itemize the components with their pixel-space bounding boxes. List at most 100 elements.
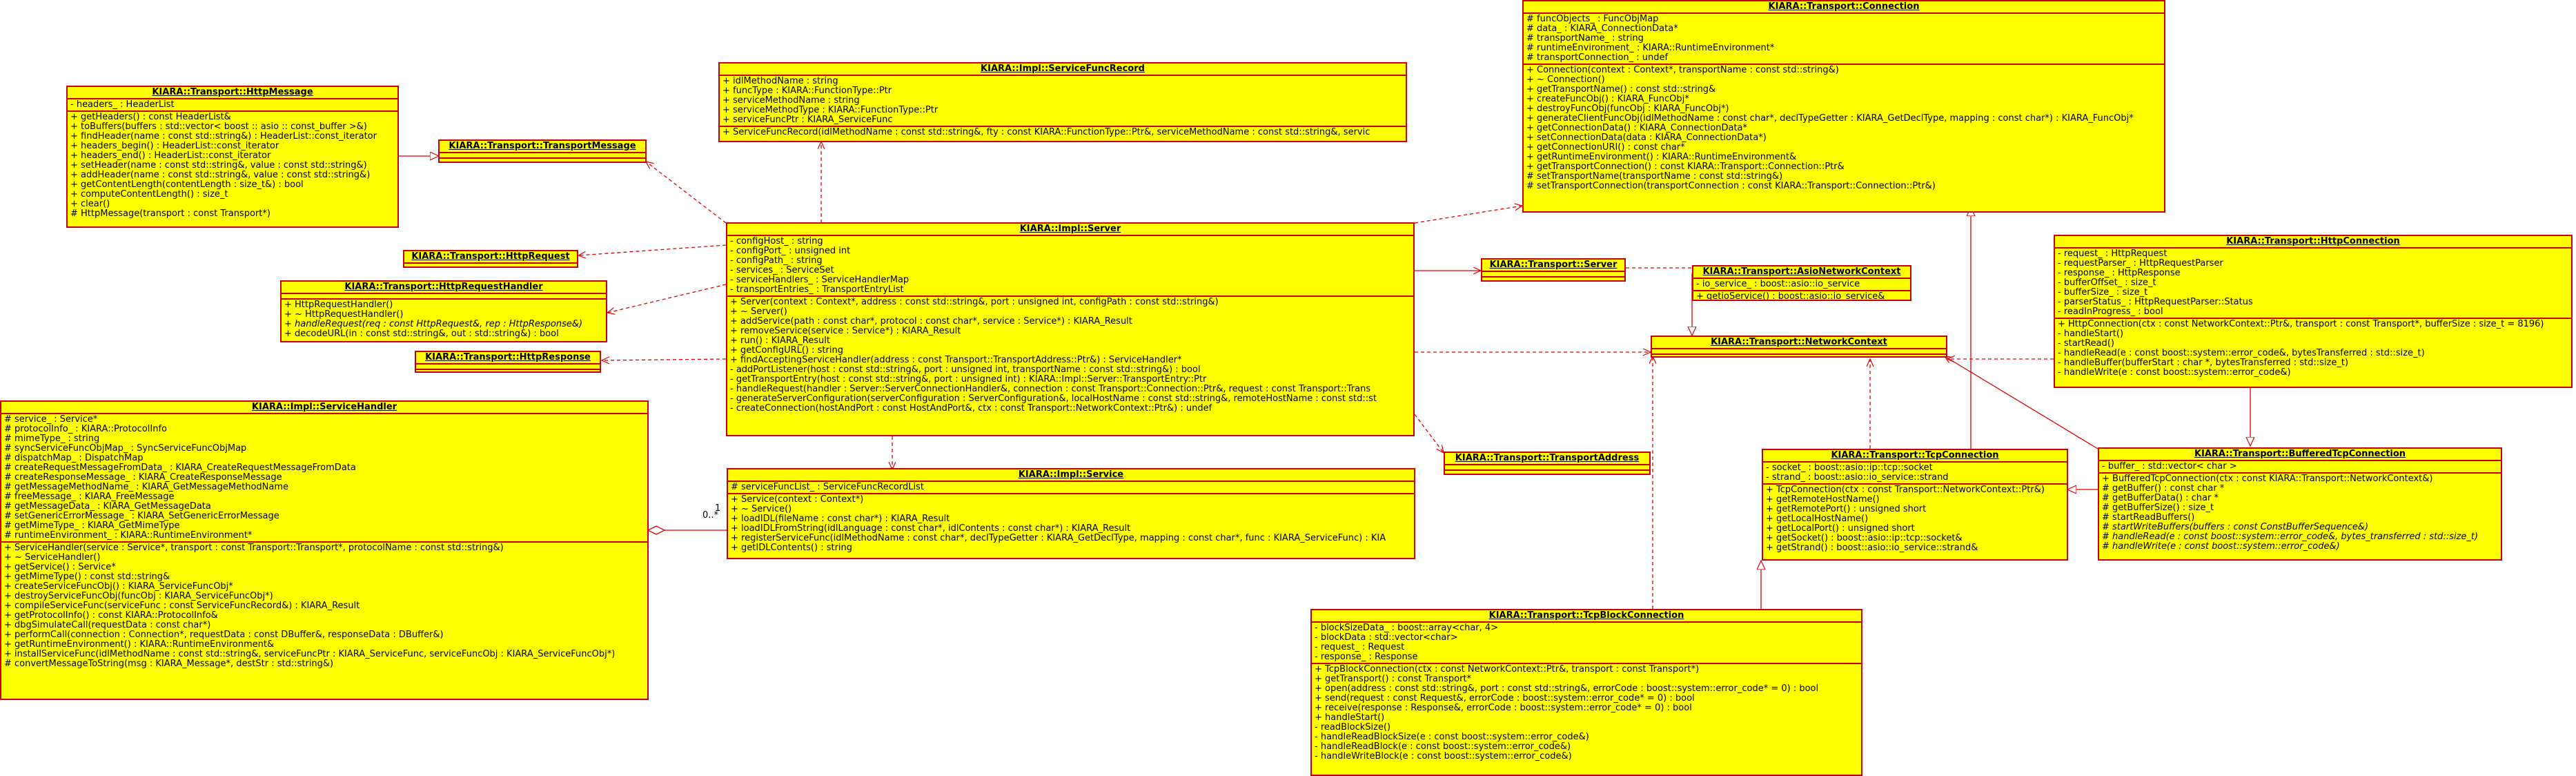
class-operation: + computeContentLength() : size_t (70, 189, 228, 200)
class-attribute: - blockSizeData_ : boost::array<char, 4> (1315, 623, 1499, 633)
class-operation: + getRuntimeEnvironment() : KIARA::Runti… (4, 639, 275, 650)
class-attribute: - configPath_ : string (730, 255, 823, 266)
class-operation: + Connection(context : Context*, transpo… (1526, 65, 1839, 75)
class-operation: + getHeaders() : const HeaderList& (70, 112, 231, 122)
class-attribute: # freeMessage_ : KIARA_FreeMessage (4, 492, 175, 502)
attribute-compartment (440, 152, 645, 157)
class-connection[interactable]: KIARA::Transport::Connection# funcObject… (1522, 0, 2165, 213)
class-operation: + getLocalHostName() (1766, 514, 1869, 524)
attribute-compartment (416, 363, 600, 369)
class-operation: + run() : KIARA_Result (730, 336, 830, 346)
class-operation: - readBlockSize() (1315, 722, 1391, 733)
operation-compartment: + Connection(context : Context*, transpo… (1524, 64, 2164, 192)
class-operation: # getBufferData() : char * (2102, 493, 2219, 503)
class-name: KIARA::Impl::ServiceHandler (251, 402, 397, 412)
class-operation: # handleRead(e : const boost::system::er… (2102, 532, 2479, 542)
class-operation: + ~ Service() (731, 504, 792, 514)
operation-compartment (1652, 353, 1946, 356)
class-operation: # convertMessageToString(msg : KIARA_Mes… (4, 659, 334, 669)
class-operation: - handleBuffer(bufferStart : char *, byt… (2058, 358, 2349, 368)
attribute-compartment: - socket_ : boost::asio::ip::tcp::socket… (1763, 461, 2067, 483)
class-attribute: - transportEntries_ : TransportEntryList (730, 284, 904, 295)
class-transportmessage[interactable]: KIARA::Transport::TransportMessage (438, 139, 647, 163)
class-name: KIARA::Transport::NetworkContext (1711, 337, 1887, 347)
class-operation: - handleRead(e : const boost::system::er… (2058, 348, 2425, 358)
class-attribute: - configHost_ : string (730, 236, 823, 246)
class-operation: + headers_end() : HeaderList::const_iter… (70, 151, 271, 161)
class-name: KIARA::Impl::Service (1018, 469, 1124, 480)
class-operation: + getMimeType() : const std::string& (4, 572, 170, 582)
class-operation: + getRemoteHostName() (1766, 494, 1880, 505)
class-operation: + headers_begin() : HeaderList::const_it… (70, 141, 279, 151)
attribute-compartment: # funcObjects_ : FuncObjMap# data_ : KIA… (1524, 12, 2164, 64)
operation-compartment (440, 157, 645, 162)
class-operation: + findHeader(name : const std::string&) … (70, 131, 377, 142)
class-bufferedtcpconnection[interactable]: KIARA::Transport::BufferedTcpConnection-… (2098, 447, 2502, 561)
class-attribute: + idlMethodName : string (722, 76, 838, 86)
class-operation: - handleWrite(e : const boost::system::e… (2058, 367, 2291, 378)
class-tcpblockconnection[interactable]: KIARA::Transport::TcpBlockConnection- bl… (1310, 609, 1862, 776)
class-networkcontext[interactable]: KIARA::Transport::NetworkContext (1651, 336, 1947, 358)
class-operation: + addHeader(name : const std::string&, v… (70, 170, 371, 180)
class-operation: + ~ Server() (730, 307, 787, 317)
operation-compartment: + TcpBlockConnection(ctx : const Network… (1312, 663, 1861, 762)
class-operation: + HttpConnection(ctx : const NetworkCont… (2058, 319, 2544, 329)
class-attribute: + serviceFuncPtr : KIARA_ServiceFunc (722, 115, 893, 125)
class-operation: + dbgSimulateCall(requestData : const ch… (4, 620, 211, 630)
class-httprequest[interactable]: KIARA::Transport::HttpRequest (403, 250, 578, 268)
class-operation: + loadIDLFromString(idlLanguage : const … (731, 523, 1131, 534)
class-operation: # getBufferSize() : size_t (2102, 503, 2214, 513)
class-name: KIARA::Transport::HttpRequestHandler (344, 282, 543, 292)
class-attribute: # transportName_ : string (1526, 33, 1644, 43)
class-operation: + getioService() : boost::asio::io_servi… (1696, 291, 1885, 301)
class-httpmessage[interactable]: KIARA::Transport::HttpMessage- headers_ … (66, 86, 399, 228)
class-name: KIARA::Impl::ServiceFuncRecord (981, 64, 1145, 74)
class-transportaddress[interactable]: KIARA::Transport::TransportAddress (1444, 452, 1651, 475)
class-attribute: # runtimeEnvironment_ : KIARA::RuntimeEn… (4, 530, 253, 541)
class-httprequesthandler[interactable]: KIARA::Transport::HttpRequestHandler+ Ht… (280, 280, 607, 342)
class-attribute: - strand_ : boost::asio::io_service::str… (1766, 472, 1949, 483)
class-operation: - getTransportEntry(host : const std::st… (730, 374, 1207, 385)
class-service[interactable]: KIARA::Impl::Service# serviceFuncList_ :… (727, 468, 1415, 559)
class-name: KIARA::Transport::TcpBlockConnection (1488, 610, 1684, 621)
class-attribute: - response_ : HttpResponse (2058, 268, 2181, 278)
operation-compartment: + HttpRequestHandler()+ ~ HttpRequestHan… (282, 298, 606, 340)
class-attribute: - bufferSize_ : size_t (2058, 287, 2148, 298)
class-transportserver[interactable]: KIARA::Transport::Server (1481, 258, 1626, 282)
class-name: KIARA::Transport::TransportAddress (1455, 453, 1640, 463)
class-asionetworkcontext[interactable]: KIARA::Transport::AsioNetworkContext- io… (1692, 265, 1911, 301)
class-attribute: - bufferOffset_ : size_t (2058, 278, 2156, 288)
class-operation: + createFuncObj() : KIARA_FuncObj* (1526, 94, 1689, 104)
class-attribute: - request_ : Request (1315, 642, 1405, 652)
class-servicehandler[interactable]: KIARA::Impl::ServiceHandler# service_ : … (0, 400, 649, 700)
class-name: KIARA::Transport::HttpConnection (2226, 236, 2400, 246)
class-operation: + getContentLength(contentLength : size_… (70, 180, 304, 190)
class-name: KIARA::Transport::Server (1489, 260, 1618, 270)
class-server[interactable]: KIARA::Impl::Server- configHost_ : strin… (726, 222, 1415, 436)
class-attribute: # dispatchMap_ : DispatchMap (4, 453, 144, 463)
class-operation: + TcpBlockConnection(ctx : const Network… (1315, 664, 1700, 675)
class-operation: + send(request : const Request&, errorCo… (1315, 693, 1695, 704)
class-tcpconnection[interactable]: KIARA::Transport::TcpConnection- socket_… (1762, 449, 2068, 561)
attribute-compartment (1652, 348, 1946, 353)
class-httpconnection[interactable]: KIARA::Transport::HttpConnection- reques… (2054, 235, 2573, 388)
class-operation: - createConnection(hostAndPort : const H… (730, 403, 1212, 414)
class-attribute: - readInProgress_ : bool (2058, 307, 2163, 317)
class-servicefuncrecord[interactable]: KIARA::Impl::ServiceFuncRecord+ idlMetho… (718, 62, 1407, 142)
class-attribute: # mimeType_ : string (4, 434, 100, 444)
edge-server-httpresponse (602, 359, 727, 360)
class-attribute: - request_ : HttpRequest (2058, 249, 2167, 259)
class-operation: + addService(path : const char*, protoco… (730, 316, 1132, 327)
operation-compartment: + BufferedTcpConnection(ctx : const KIAR… (2099, 472, 2501, 552)
class-attribute: - services_ : ServiceSet (730, 265, 834, 275)
class-attribute: - requestParser_ : HttpRequestParser (2058, 258, 2223, 269)
attribute-compartment: - request_ : HttpRequest- requestParser_… (2055, 247, 2571, 318)
class-attribute: # funcObjects_ : FuncObjMap (1526, 14, 1659, 24)
aggregation-diamond (647, 525, 666, 535)
operation-compartment (1482, 276, 1624, 280)
class-operation: + ~ HttpRequestHandler() (284, 309, 404, 320)
edge-server-httprequest (578, 244, 727, 255)
class-operation: + Server(context : Context*, address : c… (730, 297, 1219, 307)
attribute-compartment (282, 293, 606, 298)
class-httpresponse[interactable]: KIARA::Transport::HttpResponse (415, 351, 601, 373)
